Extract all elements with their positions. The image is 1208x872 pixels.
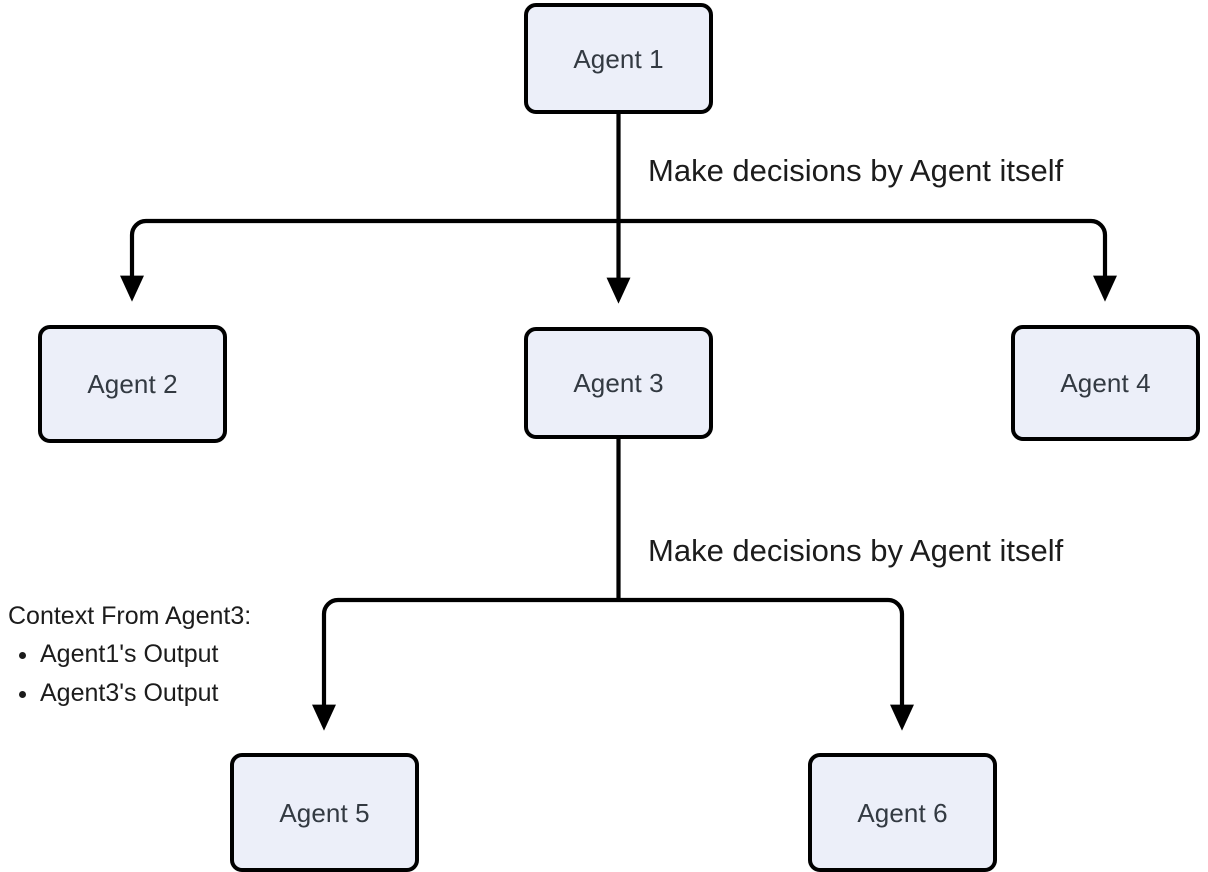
context-list-item: Agent3's Output [40, 674, 251, 714]
node-agent6[interactable]: Agent 6 [808, 753, 997, 872]
node-agent2[interactable]: Agent 2 [38, 325, 227, 443]
edge-label-bottom: Make decisions by Agent itself [648, 533, 1064, 568]
edge-label-top: Make decisions by Agent itself [648, 153, 1064, 188]
context-list-item: Agent1's Output [40, 635, 251, 675]
context-annotation: Context From Agent3: Agent1's Output Age… [8, 602, 252, 714]
edge-agent3-to-agent5 [312, 597, 619, 731]
context-list: Agent1's Output Agent3's Output [8, 635, 251, 714]
node-agent1-label: Agent 1 [573, 43, 664, 74]
node-agent1[interactable]: Agent 1 [524, 3, 713, 114]
edge-agent1-to-agent2 [120, 218, 619, 302]
node-agent3-label: Agent 3 [573, 368, 664, 398]
node-agent4[interactable]: Agent 4 [1011, 325, 1200, 441]
node-agent3[interactable]: Agent 3 [524, 327, 713, 439]
node-agent6-label: Agent 6 [857, 797, 948, 828]
node-agent2-label: Agent 2 [87, 369, 178, 399]
node-agent5[interactable]: Agent 5 [230, 753, 419, 872]
edge-agent1-to-agent4 [618, 218, 1117, 302]
edge-agent3-to-agent6 [618, 597, 914, 731]
context-title: Context From Agent3: [8, 602, 252, 630]
node-agent5-label: Agent 5 [279, 797, 370, 828]
node-agent4-label: Agent 4 [1060, 368, 1151, 398]
